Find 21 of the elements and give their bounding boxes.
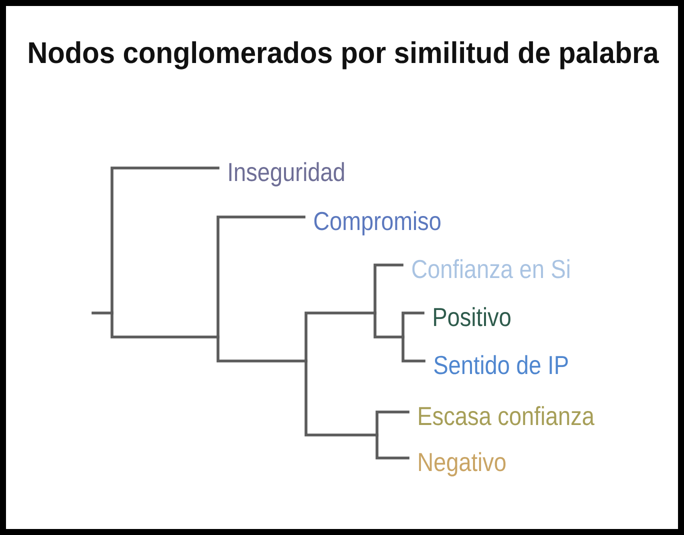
branch-line	[374, 312, 404, 338]
leaf-label: Sentido de IP	[434, 355, 568, 374]
branch-line	[376, 410, 410, 436]
branch-line	[216, 216, 306, 338]
branch-line	[216, 336, 308, 362]
leaf-label: Compromiso	[314, 211, 440, 236]
leaf-label: Negativo	[419, 452, 506, 476]
branch-line	[402, 336, 426, 362]
leaf-label: Escasa confianza	[419, 406, 594, 426]
branch-line	[304, 360, 378, 436]
branch-line	[304, 312, 376, 362]
branch-line	[374, 264, 404, 314]
branch-line	[92, 312, 114, 314]
leaf-label: Positivo	[434, 307, 510, 326]
branch-line	[110, 166, 220, 314]
leaf-label: Confianza en Si	[412, 259, 570, 278]
branch-line	[376, 434, 410, 460]
title: Nodos conglomerados por similitud de palabra	[29, 41, 659, 70]
leaf-label: Inseguridad	[229, 162, 344, 186]
branch-line	[402, 312, 424, 338]
branch-line	[110, 312, 220, 338]
